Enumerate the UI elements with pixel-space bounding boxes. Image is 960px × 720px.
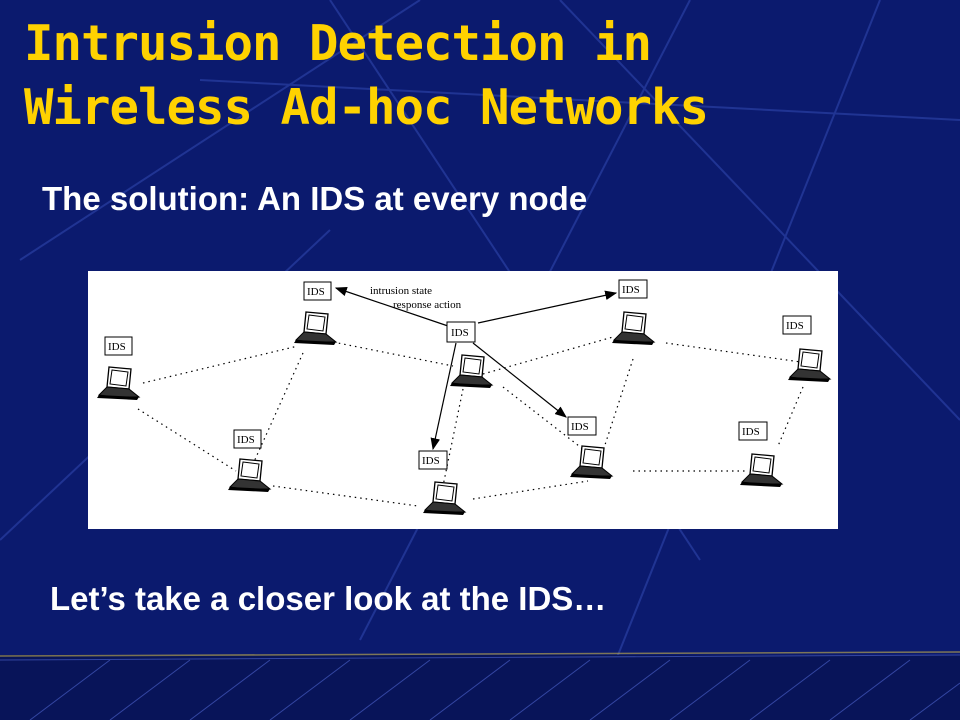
ids-arrows [334,286,618,451]
network-diagram-svg: intrusion state response action IDS IDS … [96,279,831,516]
ids-node-9: IDS [738,421,783,488]
edge-label-intrusion-state: intrusion state [370,285,432,297]
ids-node-3: IDS [227,429,271,493]
ids-label: IDS [742,426,760,438]
ids-node-7: IDS [567,416,613,480]
laptop-icon [787,348,831,383]
ids-label: IDS [622,284,640,296]
ids-node-8: IDS [782,315,831,383]
laptop-icon [227,458,271,493]
ids-label: IDS [108,341,126,353]
laptop-icon [96,366,140,401]
slide-title-line-2: Wireless Ad-hoc Networks [24,79,709,136]
laptop-icon [293,311,337,346]
ids-node-5: IDS [418,450,466,516]
slide-title: Intrusion Detection in Wireless Ad-hoc N… [24,12,709,140]
ids-label: IDS [451,327,469,339]
ids-node-2: IDS [293,281,337,346]
ids-label: IDS [307,286,325,298]
ids-node-center: IDS [446,321,493,389]
ids-node-6: IDS [611,279,655,346]
ids-label: IDS [237,434,255,446]
laptop-icon [422,481,466,516]
network-diagram: intrusion state response action IDS IDS … [88,271,838,529]
laptop-icon [569,445,613,480]
slide-subtitle: The solution: An IDS at every node [42,180,588,217]
closing-text: Let’s take a closer look at the IDS… [50,580,607,617]
laptop-icon [449,354,493,389]
laptop-icon [739,453,783,488]
edge-label-response-action: response action [393,299,462,311]
ids-label: IDS [786,320,804,332]
laptop-icon [611,311,655,346]
ids-label: IDS [422,455,440,467]
slide-title-line-1: Intrusion Detection in [24,15,652,72]
ids-label: IDS [571,421,589,433]
ids-node-1: IDS [96,336,140,401]
